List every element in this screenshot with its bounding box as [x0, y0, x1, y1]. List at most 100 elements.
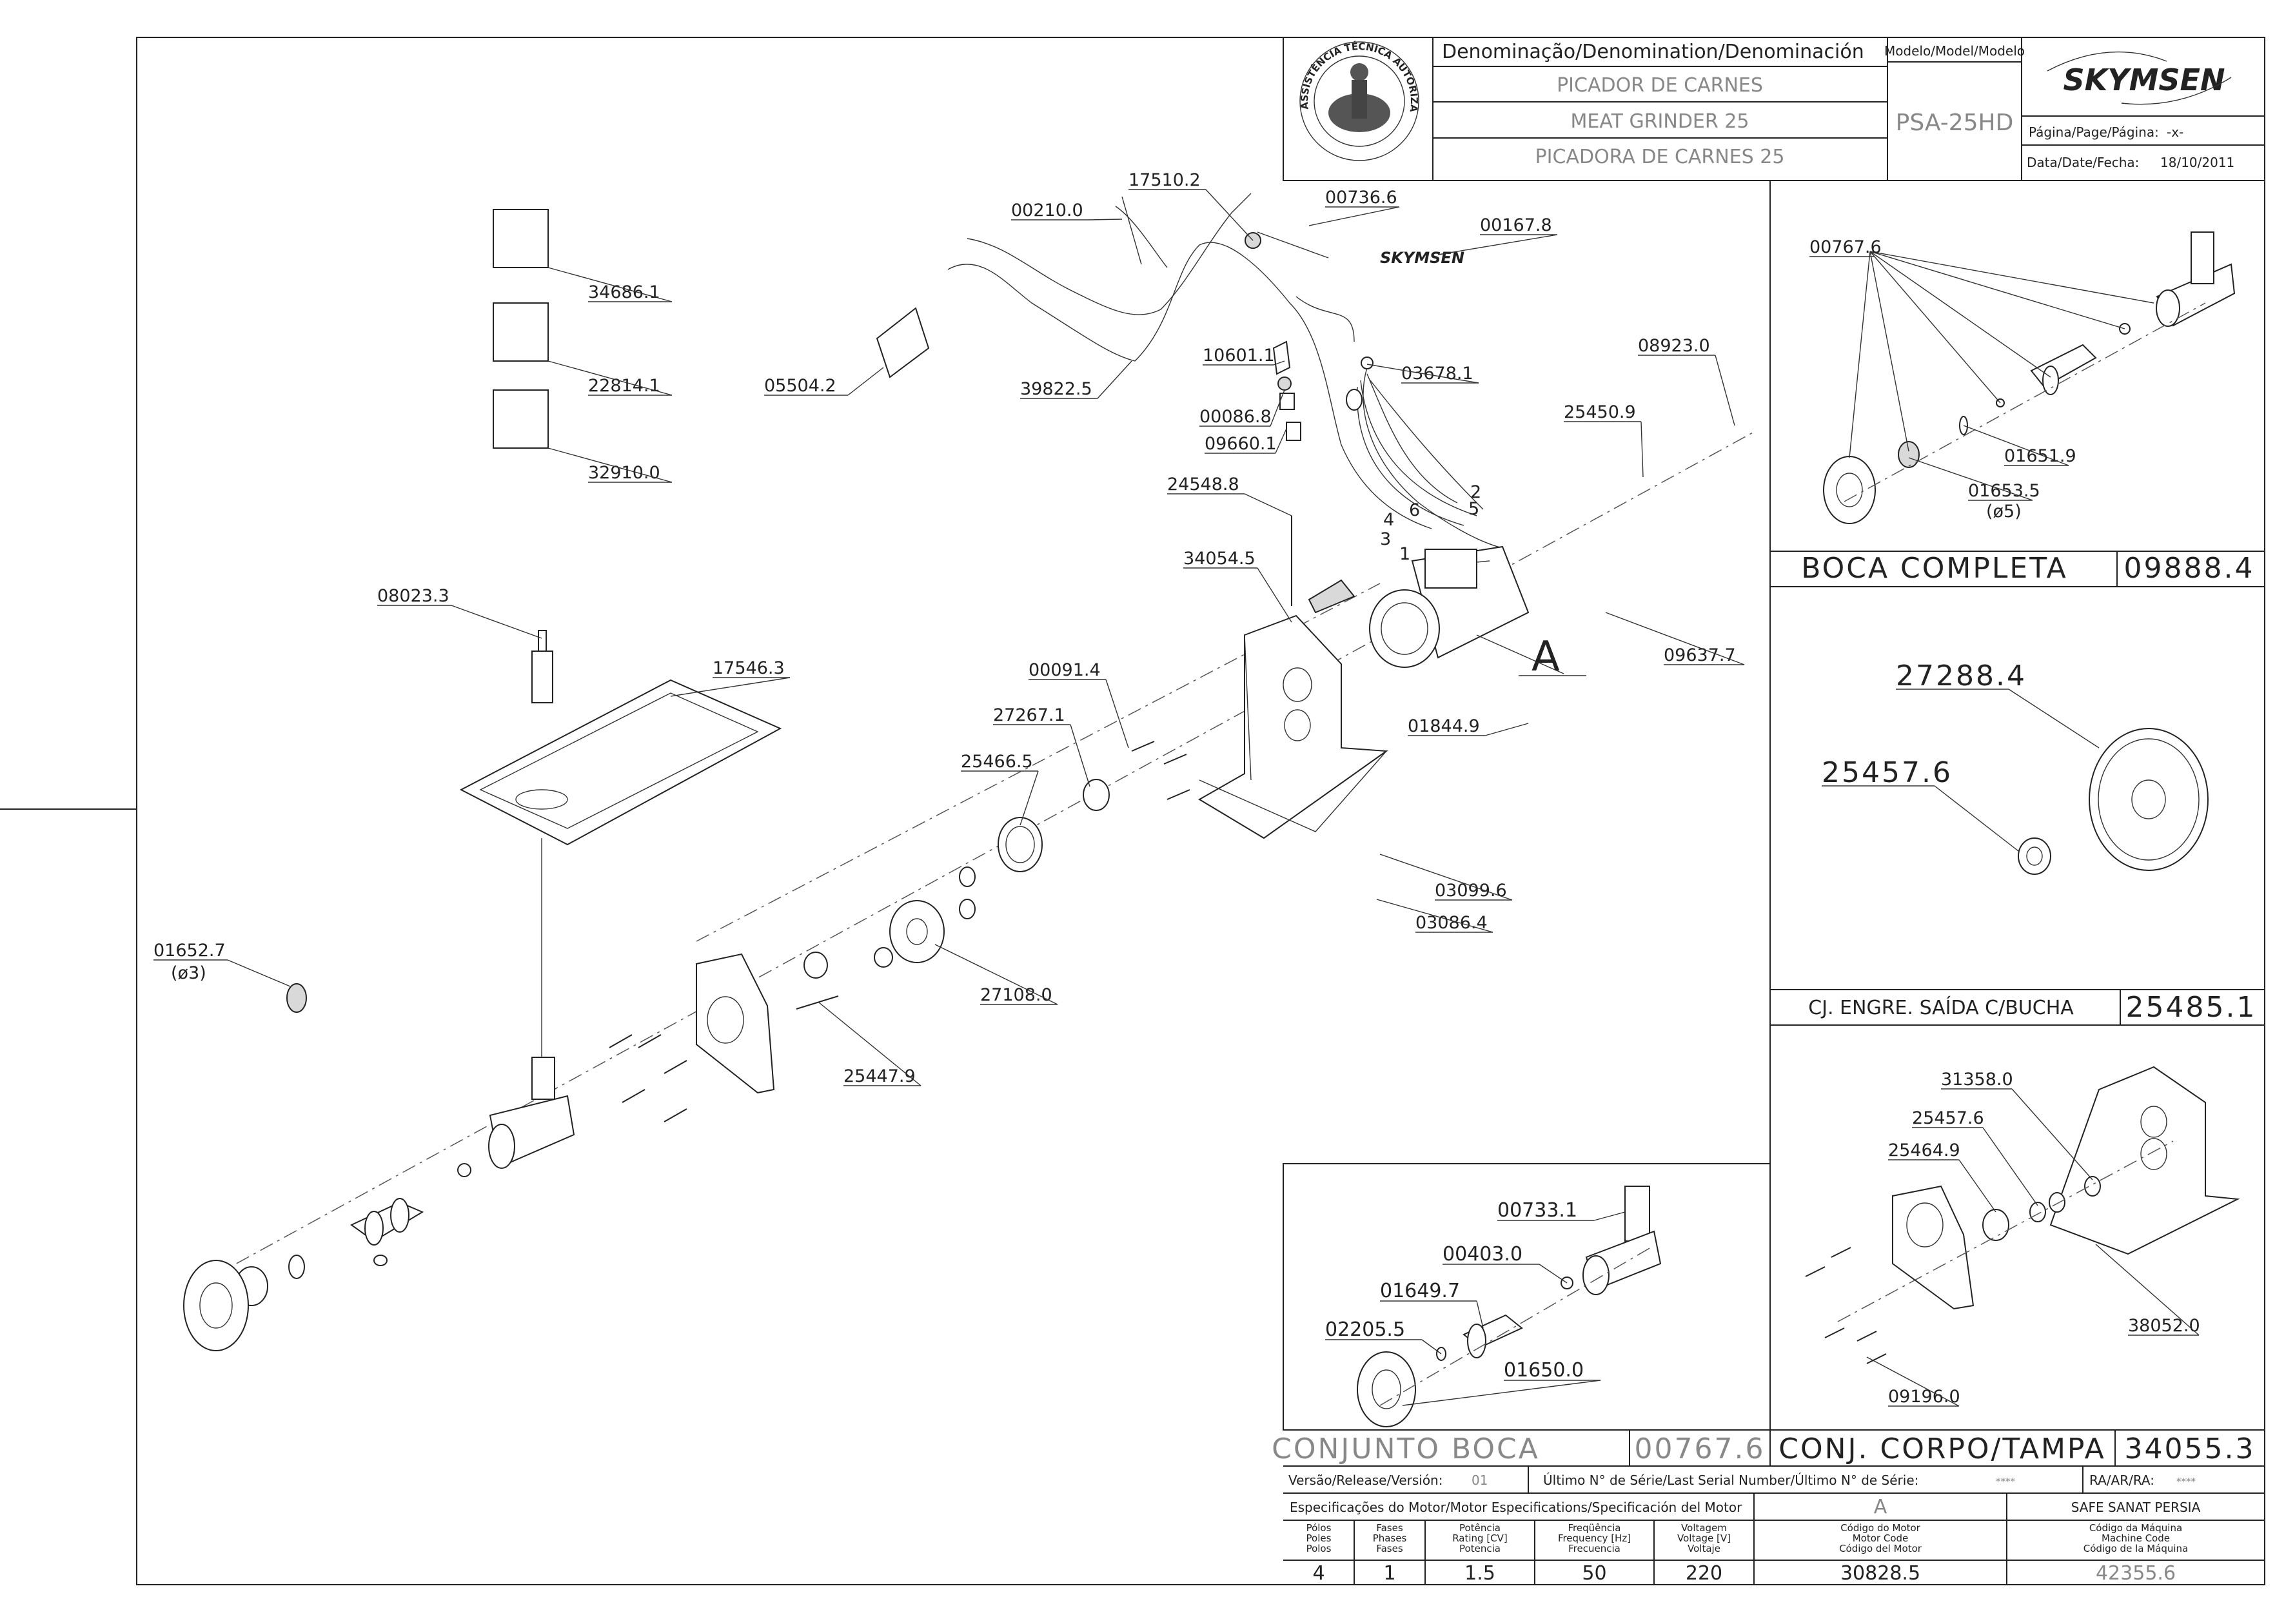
model-label: Modelo/Model/Modelo: [1884, 43, 2025, 59]
callout-00733-1: 00733.1: [1497, 1199, 1577, 1222]
callout-24548-8: 24548.8: [1167, 474, 1239, 494]
callout-31358-0: 31358.0: [1941, 1070, 2013, 1090]
small-brand-logo: SKYMSEN: [1380, 249, 1464, 267]
motor-spec-head: Código de la Máquina: [2083, 1543, 2188, 1554]
motor-letter: A: [1532, 633, 1560, 681]
callout-00736-6: 00736.6: [1325, 188, 1397, 208]
wire-number-6: 6: [1409, 500, 1420, 520]
motor-spec-value: 50: [1582, 1562, 1606, 1585]
gearbox-cover: [696, 953, 775, 1094]
right-panels: [1769, 181, 2265, 1164]
motor-spec-head: Poles: [1306, 1532, 1332, 1544]
motor-spec-head: Machine Code: [2102, 1532, 2170, 1544]
motor-spec-letter: A: [1874, 1496, 1887, 1518]
callout-09196-0: 09196.0: [1888, 1387, 1960, 1407]
page-value: -x-: [2167, 124, 2183, 140]
callout-02205-5: 02205.5: [1325, 1318, 1405, 1341]
callout-25457-6: 25457.6: [1912, 1108, 1984, 1128]
drawing-frame: [0, 37, 2265, 1585]
motor-spec-head: Fases: [1376, 1543, 1403, 1554]
motor-spec-head: Polos: [1306, 1543, 1332, 1554]
version-value: 01: [1472, 1472, 1488, 1488]
engrenagem-code: 25485.1: [2126, 991, 2257, 1024]
boca-completa-title: BOCA COMPLETA: [1801, 552, 2068, 585]
callout-25450-9: 25450.9: [1564, 402, 1636, 422]
version-label: Versão/Release/Versión:: [1288, 1472, 1443, 1488]
model-value: PSA-25HD: [1896, 110, 2014, 136]
callout-25457-6: 25457.6: [1822, 756, 1953, 789]
callout-diameter-note: (ø3): [171, 963, 206, 983]
callout-27108-0: 27108.0: [980, 985, 1052, 1005]
motor-spec-head: Código del Motor: [1839, 1543, 1922, 1554]
wire-number-3: 3: [1380, 529, 1391, 549]
motor-spec-value: 30828.5: [1840, 1562, 1920, 1585]
body-housing: [1198, 579, 1388, 839]
engrenagem-title: CJ. ENGRE. SAÍDA C/BUCHA: [1808, 996, 2074, 1019]
motor-spec-value: 42355.6: [2096, 1562, 2176, 1585]
boca-completa-detail: [1823, 231, 2236, 524]
callout-32910-0: 32910.0: [588, 463, 660, 483]
callout-01649-7: 01649.7: [1380, 1280, 1460, 1302]
bottom-tables: [1283, 1163, 2265, 1585]
motor-spec-head: Freqüência: [1568, 1522, 1621, 1534]
motor-spec-head: Rating [CV]: [1452, 1532, 1508, 1544]
name-pt: PICADOR DE CARNES: [1557, 74, 1763, 97]
corpo-tampa-title: CONJ. CORPO/TAMPA: [1778, 1433, 2105, 1465]
sticker-34686-1: [493, 209, 549, 268]
wire-number-1: 1: [1399, 544, 1410, 564]
wire-number-5: 5: [1468, 499, 1479, 519]
serial-value: ****: [1996, 1476, 2016, 1487]
date-value: 18/10/2011: [2160, 155, 2234, 170]
motor-spec-customer: SAFE SANAT PERSIA: [2071, 1500, 2201, 1515]
sticker-32910-0: [493, 389, 549, 449]
motor-spec-head: Voltagem: [1681, 1522, 1727, 1534]
corpo-tampa-code: 34055.3: [2125, 1433, 2256, 1465]
sticker-22814-1: [493, 302, 549, 362]
grinder-head: [183, 983, 575, 1351]
name-es: PICADORA DE CARNES 25: [1535, 146, 1785, 168]
motor: [1369, 545, 1564, 674]
title-block: ASSISTÊNCIA TÉCNICA AUTORIZADA Denominaç…: [0, 0, 2265, 181]
brand-logo: SKYMSEN: [2064, 63, 2225, 97]
cover-screws: [609, 516, 1292, 1122]
motor-spec-value: 220: [1686, 1562, 1722, 1585]
motor-spec-head: Fases: [1376, 1522, 1403, 1534]
page-label: Página/Page/Página:: [2029, 124, 2159, 140]
motor-spec-value: 1.5: [1464, 1562, 1495, 1585]
motor-spec-head: Frecuencia: [1568, 1543, 1620, 1554]
callout-17510-2: 17510.2: [1128, 170, 1201, 190]
name-en: MEAT GRINDER 25: [1571, 110, 1749, 133]
callout-34686-1: 34686.1: [588, 282, 660, 302]
callout-01844-9: 01844.9: [1408, 716, 1480, 736]
wire-number-2: 2: [1470, 482, 1481, 502]
gear-detail: [2018, 728, 2209, 875]
wire-number-4: 4: [1383, 510, 1394, 530]
motor-spec-value: 1: [1383, 1562, 1395, 1585]
callout-09660-1: 09660.1: [1205, 434, 1277, 454]
motor-spec-header: Especificações do Motor/Motor Especifica…: [1290, 1500, 1742, 1515]
callout-01652-7: 01652.7: [153, 941, 226, 961]
motor-spec-head: Voltaje: [1688, 1543, 1720, 1554]
callout-03099-6: 03099.6: [1435, 881, 1507, 901]
callout-00767-6: 00767.6: [1809, 237, 1882, 257]
callout-labels: 34686.122814.132910.005504.200210.017510…: [153, 170, 2200, 1407]
callout-39822-5: 39822.5: [1020, 379, 1092, 399]
conjunto-boca-code: 00767.6: [1635, 1433, 1766, 1465]
conjunto-boca-detail: [1357, 1186, 1662, 1427]
body-cover-detail: [1805, 1066, 2240, 1364]
callout-05504-2: 05504.2: [764, 376, 836, 396]
seal-text: ASSISTÊNCIA TÉCNICA AUTORIZADA: [0, 0, 1420, 113]
motor-spec-head: Código da Máquina: [2089, 1522, 2182, 1534]
conjunto-boca-title: CONJUNTO BOCA: [1272, 1433, 1540, 1465]
motor-spec-value: 4: [1312, 1562, 1325, 1585]
callout-38052-0: 38052.0: [2128, 1316, 2200, 1336]
authorized-service-seal: ASSISTÊNCIA TÉCNICA AUTORIZADA: [0, 0, 1420, 161]
motor-spec-columns: PólosPolesPolos4FasesPhasesFases1Potênci…: [1306, 1522, 2189, 1585]
callout-00167-8: 00167.8: [1480, 215, 1552, 235]
callout-25464-9: 25464.9: [1888, 1140, 1960, 1160]
callout-diameter-note: (ø5): [1986, 502, 2022, 522]
callout-00210-0: 00210.0: [1011, 201, 1083, 220]
callout-09637-7: 09637.7: [1664, 645, 1736, 665]
motor-spec-head: Código do Motor: [1840, 1522, 1920, 1534]
callout-34054-5: 34054.5: [1183, 549, 1256, 569]
